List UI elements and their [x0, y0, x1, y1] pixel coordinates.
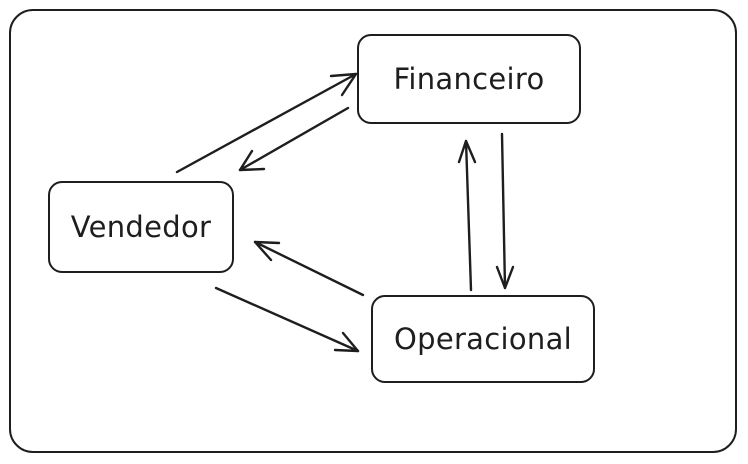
- node-vendedor-label: Vendedor: [70, 210, 212, 244]
- node-financeiro-label: Financeiro: [393, 62, 545, 96]
- arrow-operacional-to-financeiro: [457, 139, 477, 292]
- arrow-vendedor-to-operacional: [214, 286, 360, 353]
- node-operacional-label: Operacional: [393, 322, 573, 356]
- node-vendedor: Vendedor: [48, 181, 234, 273]
- arrow-financeiro-to-vendedor: [238, 106, 350, 172]
- arrow-vendedor-to-financeiro: [175, 72, 358, 174]
- arrow-financeiro-to-operacional: [495, 132, 515, 290]
- diagram-frame: [9, 9, 737, 453]
- node-financeiro: Financeiro: [357, 34, 581, 124]
- node-operacional: Operacional: [371, 295, 595, 383]
- arrow-operacional-to-vendedor: [253, 240, 365, 297]
